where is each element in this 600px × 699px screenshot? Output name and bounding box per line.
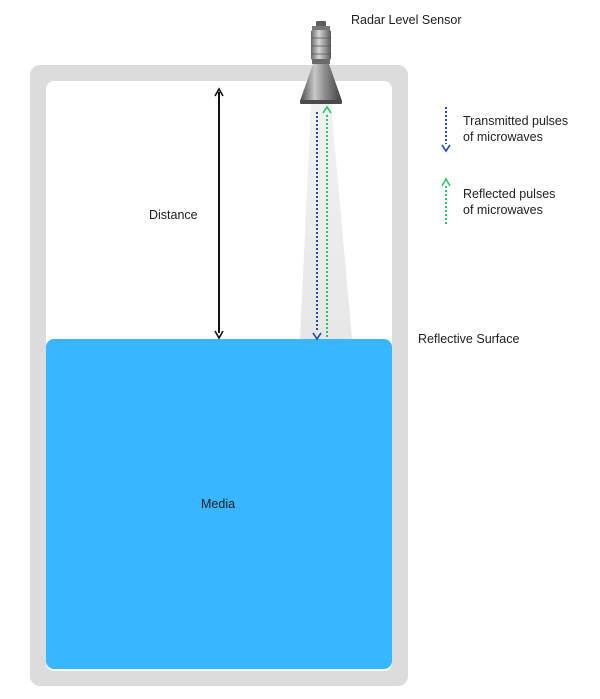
legend-reflected-label: Reflected pulses of microwaves — [463, 186, 555, 218]
legend-reflected-arrowhead — [441, 177, 451, 187]
legend-transmitted-line2: of microwaves — [463, 130, 543, 144]
radar-sensor-icon — [300, 21, 342, 104]
reflective-surface-label: Reflective Surface — [418, 332, 520, 346]
legend-transmitted-arrowhead — [441, 144, 451, 153]
distance-arrowhead-bottom — [214, 330, 224, 340]
sensor-label: Radar Level Sensor — [351, 13, 462, 27]
reflected-pulse-arrowhead — [322, 105, 332, 114]
transmitted-pulse-arrowhead — [312, 332, 322, 341]
media-label: Media — [201, 497, 236, 511]
radar-beam — [300, 104, 352, 339]
distance-arrowhead-top — [214, 87, 224, 97]
distance-label: Distance — [149, 208, 198, 222]
legend-transmitted-label: Transmitted pulses of microwaves — [463, 113, 568, 145]
legend-reflected-line2: of microwaves — [463, 203, 543, 217]
legend-reflected-line1: Reflected pulses — [463, 187, 556, 201]
media-liquid — [46, 339, 392, 669]
legend-transmitted-line1: Transmitted pulses — [463, 114, 569, 128]
